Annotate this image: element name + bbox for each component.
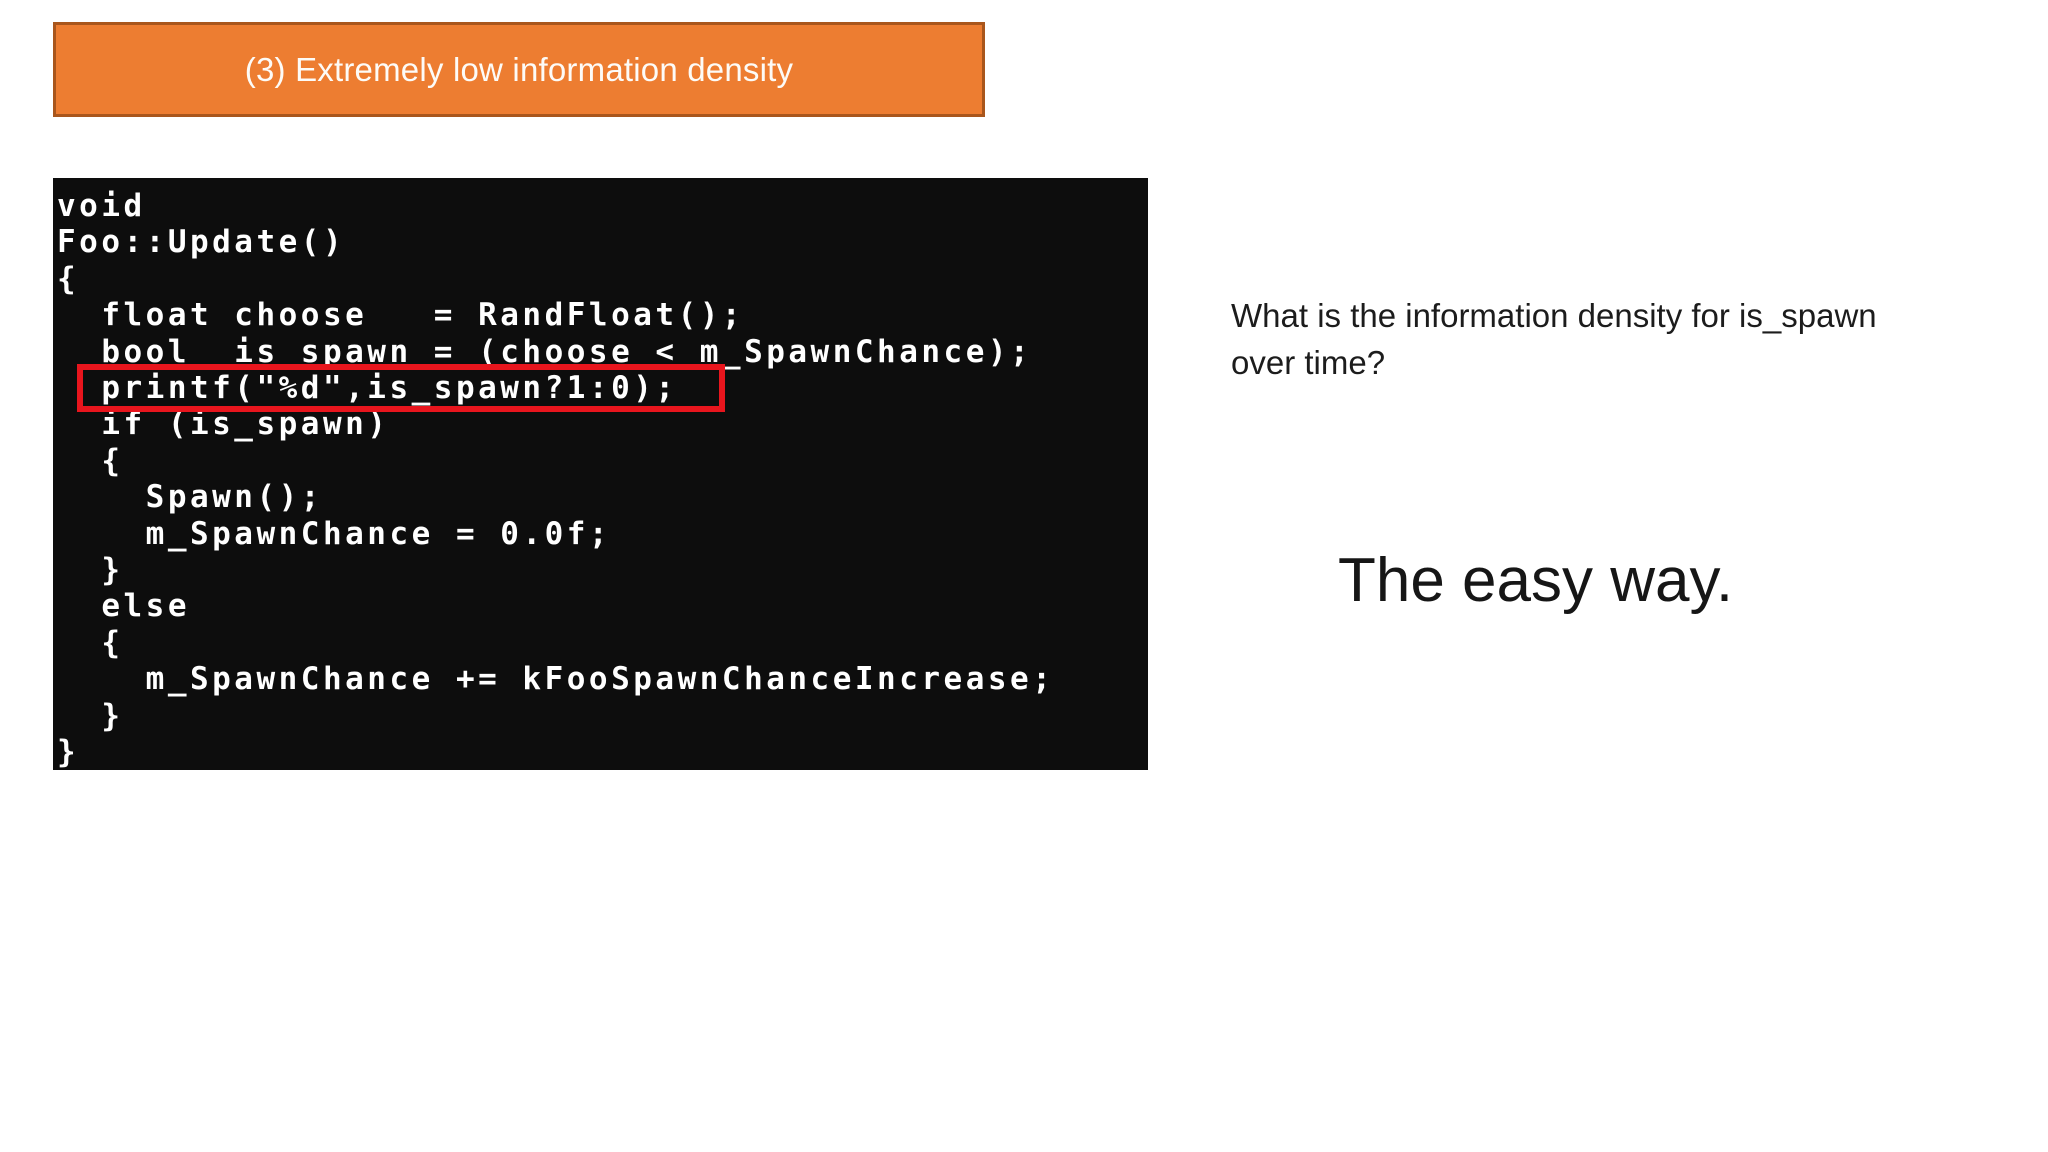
code-line: if (is_spawn) <box>57 406 390 443</box>
question-text: What is the information density for is_s… <box>1231 292 1877 386</box>
code-line: m_SpawnChance = 0.0f; <box>57 515 612 552</box>
title-banner-label: (3) Extremely low information density <box>244 50 794 88</box>
code-line: { <box>57 260 80 297</box>
code-line: bool is_spawn = (choose < m_SpawnChance)… <box>57 333 1033 370</box>
title-banner: (3) Extremely low information density <box>53 22 985 117</box>
code-line: Foo::Update() <box>57 224 346 261</box>
code-line: float choose = RandFloat(); <box>57 297 745 334</box>
code-line: } <box>57 734 80 770</box>
code-line: m_SpawnChance += kFooSpawnChanceIncrease… <box>57 661 1055 698</box>
question-text-line: What is the information density for is_s… <box>1231 297 1877 334</box>
caption-text: The easy way. <box>1338 546 1734 615</box>
question-text-line: over time? <box>1231 344 1386 381</box>
code-line: void <box>57 188 146 224</box>
code-screenshot: void Foo::Update() { float choose = Rand… <box>53 178 1148 770</box>
code-line: } <box>57 697 124 734</box>
code-line-highlighted: printf("%d",is_spawn?1:0); <box>57 370 678 407</box>
code-line: } <box>57 552 124 589</box>
code-line: Spawn(); <box>57 479 323 516</box>
code-line: { <box>57 442 124 479</box>
code-line: else <box>57 588 190 625</box>
code-line: { <box>57 624 124 661</box>
